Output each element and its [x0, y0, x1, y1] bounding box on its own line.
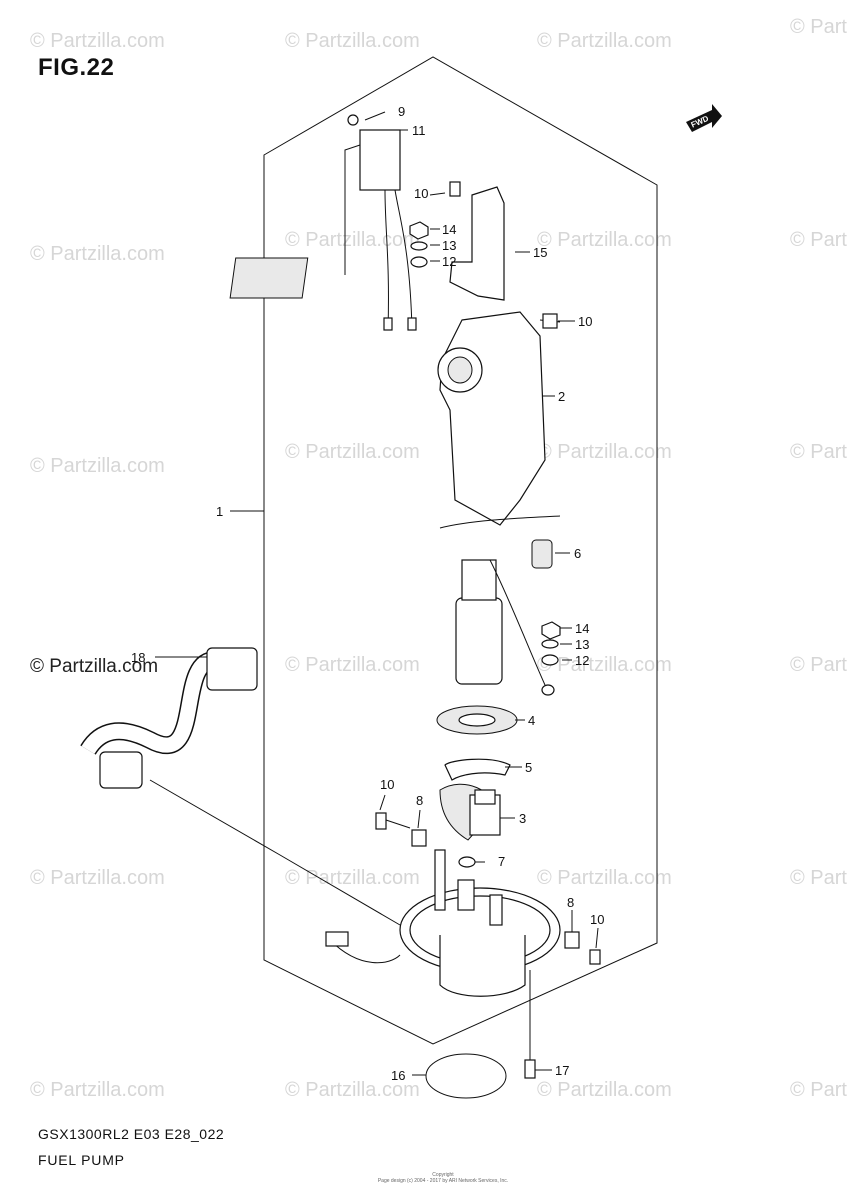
callout-1: 1 — [216, 504, 223, 519]
watermark-text: © Partzilla.com — [790, 654, 847, 676]
callout-14-upper: 14 — [442, 222, 456, 237]
watermark-text: © Partzilla.com — [537, 30, 672, 52]
gasket-16 — [425, 1053, 507, 1099]
callout-8-left: 8 — [416, 793, 423, 808]
callout-6: 6 — [574, 546, 581, 561]
callout-3: 3 — [519, 811, 526, 826]
watermark-text: © Partzilla.com — [790, 441, 847, 463]
model-code: GSX1300RL2 E03 E28_022 — [38, 1126, 225, 1142]
watermark-text: © Partzilla.com — [790, 16, 847, 38]
o-ring-7 — [458, 856, 476, 868]
callout-10-lower-left: 10 — [380, 777, 394, 792]
watermark-text: © Partzilla.com — [537, 1079, 672, 1101]
watermark-text: © Partzilla.com — [285, 654, 420, 676]
watermark-text: © Partzilla.com — [30, 243, 165, 265]
watermark-text: © Partzilla.com — [790, 1079, 847, 1101]
watermark-text: © Partzilla.com — [30, 1079, 165, 1101]
watermark-text: © Partzilla.com — [790, 867, 847, 889]
copyright-footer-line-1: Copyright — [432, 1172, 454, 1178]
callout-12-lower: 12 — [575, 653, 589, 668]
callout-7: 7 — [498, 854, 505, 869]
callout-8-right: 8 — [567, 895, 574, 910]
callout-17: 17 — [555, 1063, 569, 1078]
fastener-stack-upper — [409, 221, 429, 268]
callout-14-lower: 14 — [575, 621, 589, 636]
callout-10-mid: 10 — [578, 314, 592, 329]
copyright-footer-line-2: Page design (c) 2004 - 2017 by ARI Netwo… — [377, 1178, 509, 1184]
regulator-3 — [439, 783, 501, 841]
bolt-10-left — [375, 812, 427, 847]
callout-13-lower: 13 — [575, 637, 589, 652]
callout-13-upper: 13 — [442, 238, 456, 253]
copyright-label: © Partzilla.com — [30, 656, 159, 677]
callout-labels: 1 2 3 4 5 6 7 8 8 9 11 10 10 10 10 14 13… — [131, 104, 604, 1083]
bracket-15 — [449, 181, 561, 329]
callout-10-lower-right: 10 — [590, 912, 604, 927]
fastener-stack-lower — [541, 621, 561, 666]
wire-harness — [439, 515, 561, 569]
bolt-17 — [524, 1059, 536, 1079]
callout-4: 4 — [528, 713, 535, 728]
fwd-arrow-icon: FWD — [686, 104, 722, 132]
callout-11: 11 — [412, 123, 426, 138]
watermark-text: © Partzilla.com — [537, 229, 672, 251]
callout-15: 15 — [533, 245, 547, 260]
fuel-pump-motor — [455, 559, 555, 696]
watermark-text: © Partzilla.com — [537, 441, 672, 463]
watermark-layer: © Partzilla.com © Partzilla.com © Partzi… — [30, 16, 847, 1101]
pump-flange — [325, 849, 601, 997]
watermark-text: © Partzilla.com — [30, 30, 165, 52]
watermark-text: © Partzilla.com — [285, 229, 420, 251]
callout-18: 18 — [131, 650, 145, 665]
callout-12-upper: 12 — [442, 254, 456, 269]
level-gauge-assembly — [229, 114, 417, 331]
watermark-text: © Partzilla.com — [790, 229, 847, 251]
clip-5 — [444, 758, 511, 781]
watermark-text: © Partzilla.com — [285, 441, 420, 463]
figure-caption: FUEL PUMP — [38, 1152, 125, 1168]
callout-10-upper: 10 — [414, 186, 428, 201]
copyright-footer: Copyright Page design (c) 2004 - 2017 by… — [368, 1172, 518, 1184]
pump-housing-2 — [437, 311, 546, 526]
filter-4 — [436, 705, 518, 735]
assembly-frame — [263, 56, 658, 1045]
watermark-text: © Partzilla.com — [285, 1079, 420, 1101]
callout-16: 16 — [391, 1068, 405, 1083]
fuel-hose-18 — [80, 647, 258, 789]
watermark-text: © Partzilla.com — [30, 455, 165, 477]
watermark-text: © Partzilla.com — [285, 867, 420, 889]
figure-title: FIG.22 — [38, 54, 115, 81]
callout-9: 9 — [398, 104, 405, 119]
leader-lines — [149, 111, 599, 1076]
watermark-text: © Partzilla.com — [285, 30, 420, 52]
callout-5: 5 — [525, 760, 532, 775]
watermark-text: © Partzilla.com — [30, 867, 165, 889]
watermark-text: © Partzilla.com — [537, 867, 672, 889]
callout-2: 2 — [558, 389, 565, 404]
